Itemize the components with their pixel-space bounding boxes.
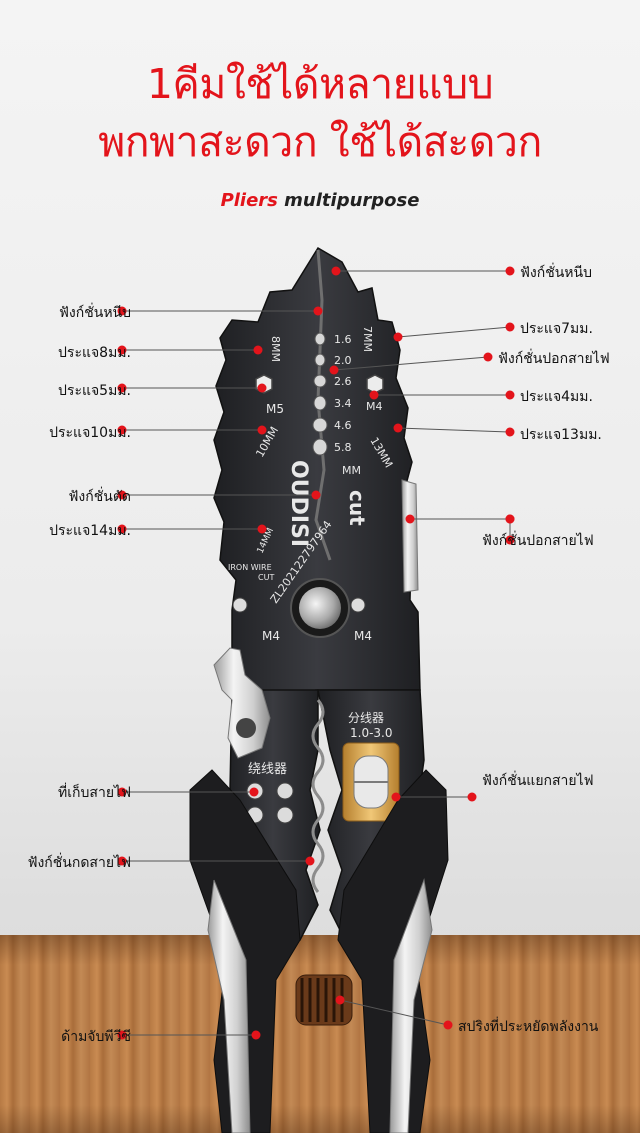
callout-dot bbox=[117, 425, 127, 435]
mark-m4-left: M4 bbox=[262, 629, 280, 643]
callout-dot bbox=[117, 383, 127, 393]
callout-dot bbox=[505, 514, 515, 524]
callout-dot bbox=[331, 266, 341, 276]
subtitle-multipurpose: multipurpose bbox=[277, 190, 420, 211]
callout-dot bbox=[117, 345, 127, 355]
latch-hole bbox=[236, 718, 256, 738]
callout-dots bbox=[117, 266, 515, 1040]
callout-dot bbox=[117, 306, 127, 316]
label-left-wire-storage: ที่เก็บสายไฟ bbox=[58, 785, 131, 801]
label-left-clamp: ฟังก์ชั่นหนีบ bbox=[59, 305, 131, 321]
headline-line2: พกพาสะดวก ใช้ได้สะดวก bbox=[98, 118, 542, 166]
subtitle-pliers: Pliers bbox=[220, 190, 278, 211]
mark-m4-top: M4 bbox=[366, 400, 383, 413]
callout-dot bbox=[257, 383, 267, 393]
callout-dot bbox=[253, 345, 263, 355]
callout-dot bbox=[505, 427, 515, 437]
label-left-pvc-handle: ด้ามจับพีวีซี bbox=[61, 1029, 131, 1045]
mark-iron-wire: IRON WIRE bbox=[228, 563, 272, 572]
callout-line bbox=[397, 326, 511, 338]
mark-iron-cut: CUT bbox=[258, 573, 274, 582]
callout-dot bbox=[117, 856, 127, 866]
callout-dot bbox=[313, 306, 323, 316]
mark-splitter-title: 分线器 bbox=[348, 711, 384, 725]
label-left-cutter: ฟังก์ชั่นตัด bbox=[68, 489, 131, 505]
callout-dot bbox=[467, 792, 477, 802]
mark-brand: OUDISI bbox=[286, 460, 311, 547]
gauge-mark: 2.6 bbox=[334, 375, 352, 388]
spring bbox=[295, 974, 353, 1026]
gauge-mark: 3.4 bbox=[334, 397, 352, 410]
gauge-mark: 4.6 bbox=[334, 419, 352, 432]
m4-hole-right bbox=[350, 597, 366, 613]
crimp-teeth bbox=[311, 699, 325, 893]
label-right-strip-blade: ฟังก์ชั่นปอกสายไฟ bbox=[482, 533, 594, 549]
label-left-wrench-14mm: ประแจ14มม. bbox=[49, 523, 131, 539]
mark-mm: MM bbox=[342, 464, 361, 477]
mark-m5: M5 bbox=[266, 402, 284, 416]
callout-line bbox=[397, 427, 511, 433]
headline-line1: 1คีมใช้ได้หลายแบบ bbox=[146, 60, 494, 108]
handle-right-grip bbox=[389, 878, 433, 1133]
handle-left-grip bbox=[207, 879, 251, 1133]
label-left-crimp: ฟังก์ชั่นกดสายไฟ bbox=[27, 855, 131, 871]
pivot-bolt-face bbox=[299, 587, 341, 629]
lock-latch bbox=[213, 647, 271, 759]
gauge-marks: 1.6 2.0 2.6 3.4 4.6 5.8 bbox=[334, 333, 352, 454]
callout-dot bbox=[505, 266, 515, 276]
callout-dot bbox=[391, 792, 401, 802]
label-left-wrench-10mm: ประแจ10มม. bbox=[49, 425, 131, 441]
subtitle: Pliers multipurpose bbox=[0, 190, 640, 211]
gauge-mark: 2.0 bbox=[334, 354, 352, 367]
mark-winder: 绕线器 bbox=[248, 762, 287, 777]
callout-dot bbox=[311, 490, 321, 500]
label-left-wrench-5mm: ประแจ5มม. bbox=[58, 383, 131, 399]
label-right-spring: สปริงที่ประหยัดพลังงาน bbox=[458, 1019, 599, 1035]
label-right-wrench-7mm: ประแจ7มม. bbox=[520, 321, 593, 337]
mark-cut: cut bbox=[345, 490, 369, 526]
callout-dot bbox=[505, 535, 515, 545]
label-right-clamp: ฟังก์ชั่นหนีบ bbox=[520, 265, 592, 281]
callout-dot bbox=[393, 332, 403, 342]
callout-dot bbox=[393, 423, 403, 433]
wood-surface bbox=[0, 935, 640, 1133]
stripping-blade bbox=[401, 479, 419, 593]
callout-dot bbox=[329, 365, 339, 375]
callout-dot bbox=[117, 490, 127, 500]
m4-hole-left bbox=[232, 597, 248, 613]
label-right-wrench-13mm: ประแจ13มม. bbox=[520, 427, 602, 443]
callout-dot bbox=[117, 1030, 127, 1040]
callout-line bbox=[339, 999, 449, 1026]
callout-dot bbox=[505, 322, 515, 332]
callout-dot bbox=[257, 524, 267, 534]
mark-m4-right: M4 bbox=[354, 629, 372, 643]
callout-dot bbox=[257, 425, 267, 435]
gauge-mark: 1.6 bbox=[334, 333, 352, 346]
label-right-splitter: ฟังก์ชั่นแยกสายไฟ bbox=[482, 773, 594, 789]
jaw-center-line bbox=[314, 249, 332, 561]
gauge-mark: 5.8 bbox=[334, 441, 352, 454]
callout-dot bbox=[369, 390, 379, 400]
callout-dot bbox=[249, 787, 259, 797]
callout-dot bbox=[405, 514, 415, 524]
callout-dot bbox=[483, 352, 493, 362]
mark-splitter-range: 1.0-3.0 bbox=[350, 726, 393, 740]
callout-dot bbox=[305, 856, 315, 866]
crimp-holes bbox=[312, 332, 328, 456]
callout-dot bbox=[117, 524, 127, 534]
callout-dot bbox=[335, 995, 345, 1005]
callout-line bbox=[333, 356, 489, 371]
mark-7mm: 7MM bbox=[361, 326, 374, 352]
callout-dot bbox=[443, 1020, 453, 1030]
mark-8mm: 8MM bbox=[269, 336, 282, 362]
callout-dot bbox=[251, 1030, 261, 1040]
label-right-wrench-4mm: ประแจ4มม. bbox=[520, 389, 593, 405]
callout-dot bbox=[117, 787, 127, 797]
label-right-strip-top: ฟังก์ชั่นปอกสายไฟ bbox=[498, 351, 610, 367]
callout-dot bbox=[505, 390, 515, 400]
label-left-wrench-8mm: ประแจ8มม. bbox=[58, 345, 131, 361]
